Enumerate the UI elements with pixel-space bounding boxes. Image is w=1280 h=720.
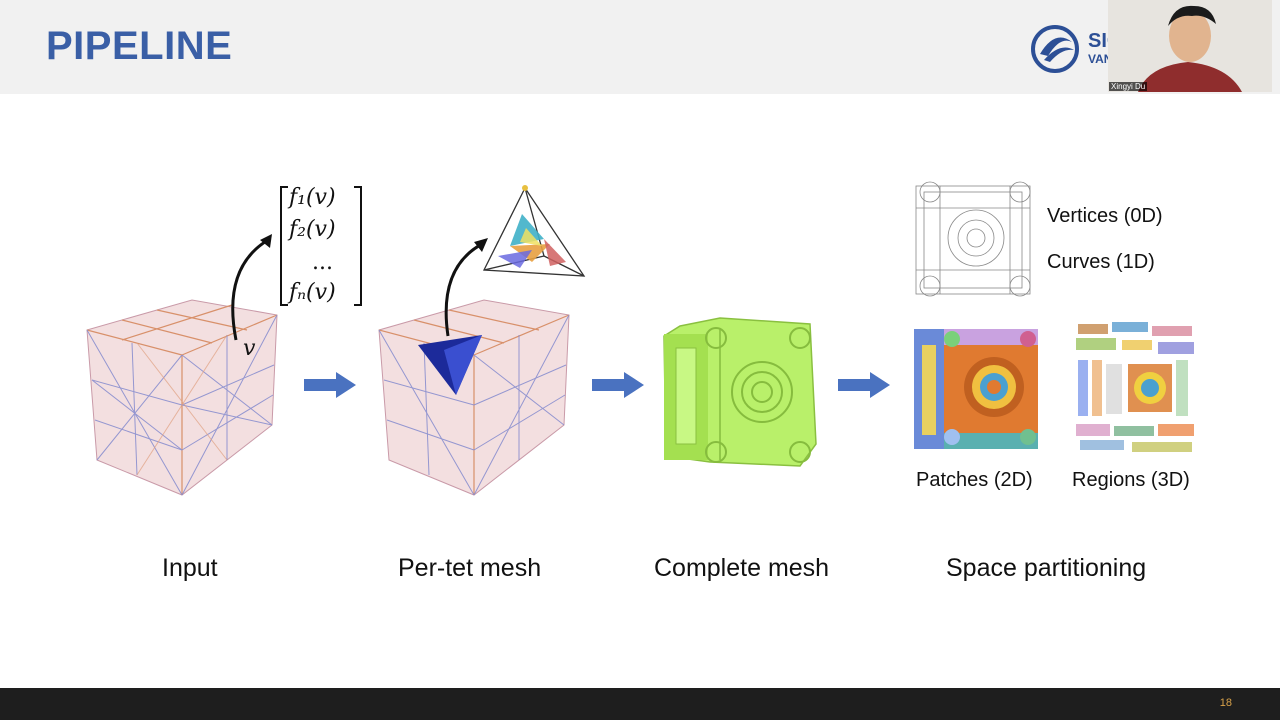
tetrahedron-detail (482, 185, 586, 277)
function-matrix-brackets (280, 186, 362, 306)
slide-footer: 18 (0, 688, 1280, 720)
logo-text-line2: VAN (1088, 52, 1113, 66)
patches-colored-mesh (914, 329, 1038, 449)
matrix-row-4: fₙ(v) (289, 280, 336, 305)
stage-label-input: Input (162, 554, 218, 582)
siggraph-logo-icon (1031, 25, 1079, 73)
matrix-row-2: f₂(v) (289, 217, 336, 242)
stage-label-space: Space partitioning (946, 554, 1147, 582)
curves-label: Curves (1D) (1047, 251, 1155, 273)
presenter-silhouette-icon (1108, 0, 1272, 92)
vertex-label: v (243, 336, 256, 361)
matrix-row-3: ... (312, 250, 333, 275)
regions-exploded-mesh (1076, 322, 1194, 452)
slide-header (0, 0, 1280, 94)
patches-label: Patches (2D) (916, 469, 1033, 491)
vertices-curves-wireframe (915, 181, 1031, 297)
input-pointer-arrow (231, 234, 272, 341)
per-tet-pointer-arrow (444, 238, 488, 337)
stage-label-complete: Complete mesh (654, 554, 830, 582)
input-grid-cube (86, 299, 278, 496)
flow-arrow-3 (838, 372, 890, 398)
participant-name: Xingyi Du (1109, 82, 1148, 91)
complete-mesh-shape (663, 317, 817, 467)
page-number: 18 (1219, 697, 1232, 709)
slide-title: PIPELINE (46, 24, 233, 68)
webcam-thumbnail: Xingyi Du (1108, 0, 1272, 92)
regions-label: Regions (3D) (1072, 469, 1190, 491)
vertices-label: Vertices (0D) (1047, 205, 1163, 227)
per-tet-grid-cube (378, 299, 570, 496)
flow-arrow-1 (304, 372, 356, 398)
stage-label-per-tet: Per-tet mesh (398, 554, 542, 582)
flow-arrow-2 (592, 372, 644, 398)
matrix-row-1: f₁(v) (289, 185, 336, 210)
